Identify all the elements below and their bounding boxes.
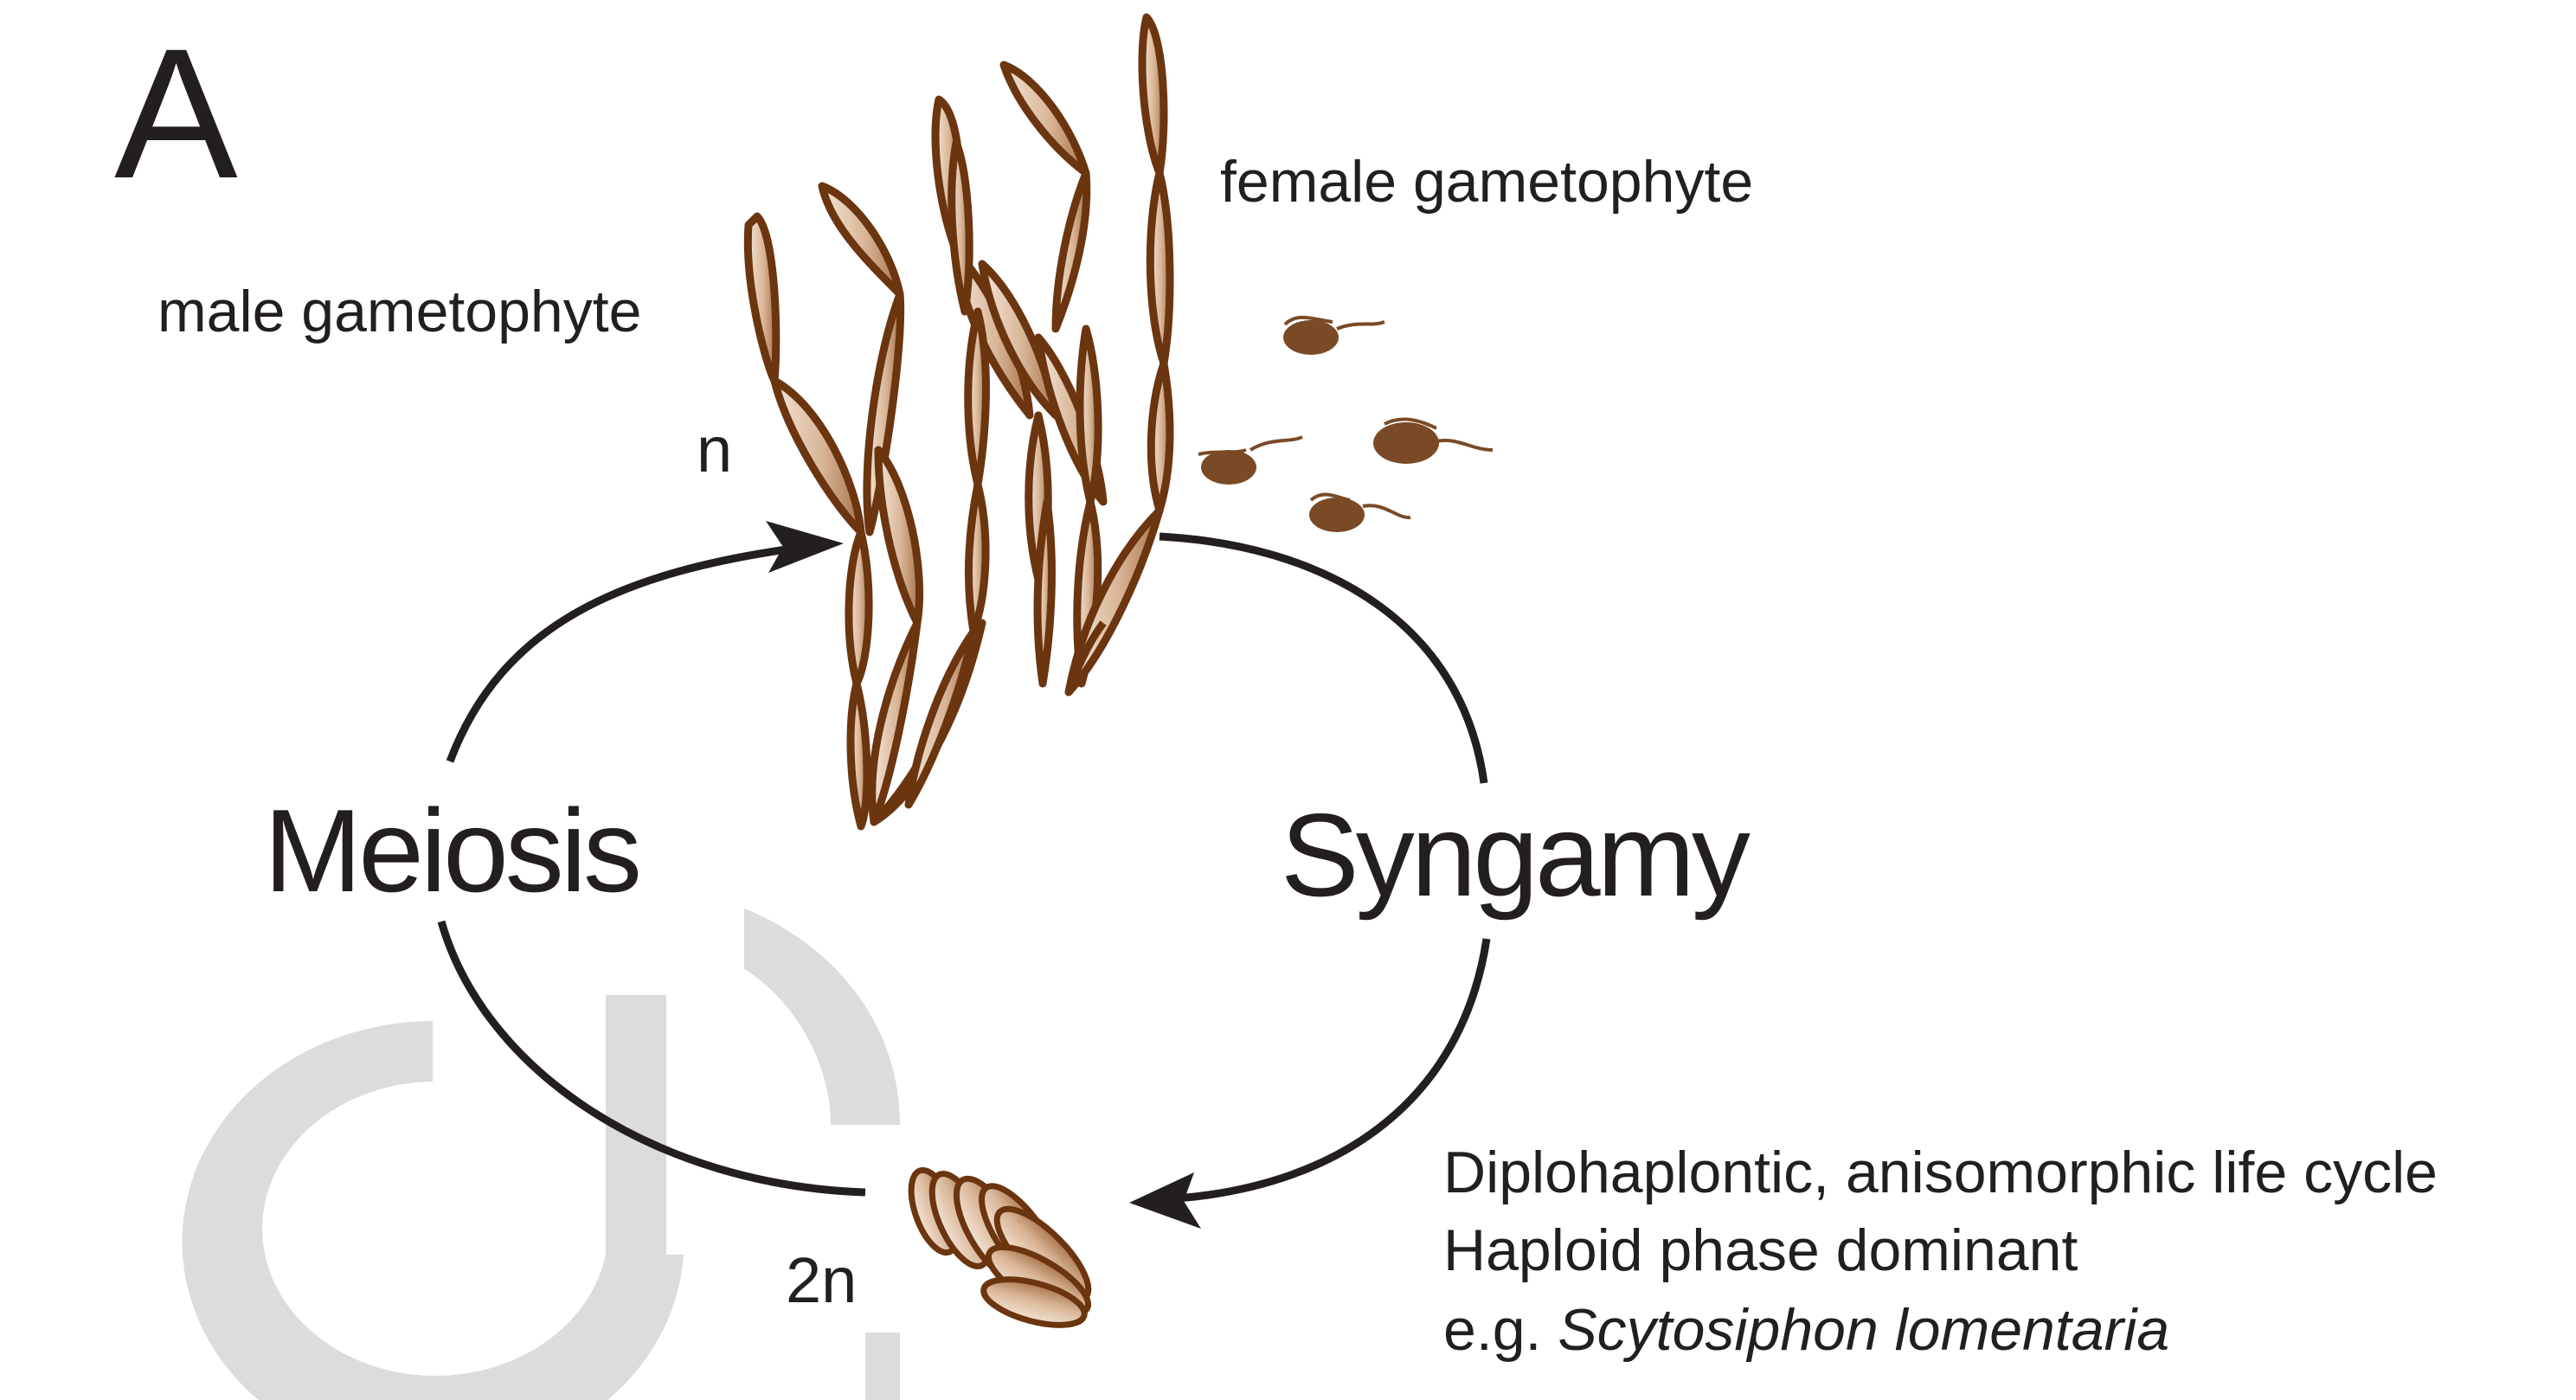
gamete (1373, 420, 1493, 464)
example-species: e.g. Scytosiphon lomentaria (1443, 1297, 2169, 1363)
syngamy-arc-lower (1177, 939, 1487, 1198)
watermark-logo (183, 909, 900, 1400)
gametophyte-filaments (748, 17, 1170, 826)
sporophyte (902, 1164, 1102, 1333)
species-name: Scytosiphon lomentaria (1558, 1297, 2169, 1363)
syngamy-arc-upper (1160, 536, 1484, 783)
example-prefix: e.g. (1443, 1297, 1558, 1363)
female-gametophyte-label: female gametophyte (1220, 149, 1753, 215)
gamete (1283, 318, 1384, 355)
diploid-label: 2n (786, 1244, 857, 1316)
meiosis-label: Meiosis (264, 785, 639, 916)
dominant-phase: Haploid phase dominant (1443, 1217, 2078, 1283)
gamete (1198, 437, 1302, 485)
gamete (1309, 494, 1410, 532)
syngamy-label: Syngamy (1281, 789, 1751, 921)
panel-letter: A (114, 10, 238, 217)
gametes (1198, 318, 1493, 532)
life-cycle-type: Diplohaplontic, anisomorphic life cycle (1443, 1140, 2438, 1205)
meiosis-arc-upper (450, 547, 805, 761)
haploid-label: n (697, 414, 732, 485)
male-gametophyte-label: male gametophyte (157, 279, 641, 344)
